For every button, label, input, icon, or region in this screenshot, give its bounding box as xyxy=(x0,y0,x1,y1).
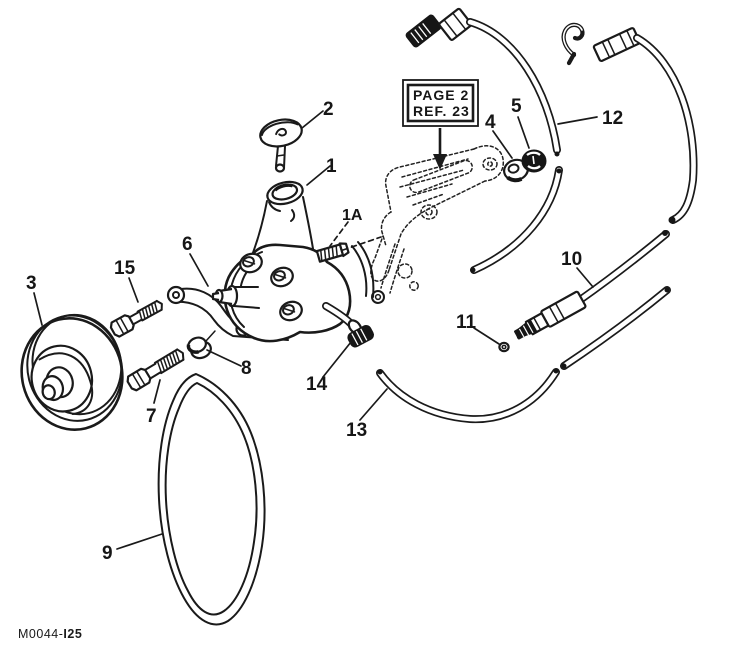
bolt-15-drawing xyxy=(109,296,166,339)
drawing-code-suffix: I25 xyxy=(63,627,82,641)
callout-14: 14 xyxy=(306,374,328,395)
bracket-ghost-drawing xyxy=(370,145,505,304)
drawing-code-prefix: M0044- xyxy=(18,627,63,641)
cap-2-drawing xyxy=(259,118,303,173)
callout-3: 3 xyxy=(26,273,37,294)
bolt-7-drawing xyxy=(125,346,188,393)
callout-11: 11 xyxy=(456,312,477,333)
callout-1: 1 xyxy=(326,156,337,177)
callout-leaders xyxy=(33,110,598,550)
callout-2: 2 xyxy=(323,99,334,120)
page-ref-box: PAGE 2 REF. 23 xyxy=(402,79,479,127)
callout-13: 13 xyxy=(346,420,367,441)
nut-5-drawing xyxy=(521,149,547,173)
callout-5: 5 xyxy=(511,96,522,117)
page-ref-line1: PAGE 2 xyxy=(413,87,469,103)
belt-drawing xyxy=(157,373,266,626)
page-ref-line2: REF. 23 xyxy=(413,103,470,119)
nut-8-drawing xyxy=(186,330,216,360)
callout-4: 4 xyxy=(485,112,496,133)
callout-15: 15 xyxy=(114,258,136,279)
oring-11-drawing xyxy=(498,341,510,353)
callout-12: 12 xyxy=(602,108,623,129)
callout-10: 10 xyxy=(561,249,582,270)
pump-drawing xyxy=(211,180,363,343)
callout-8: 8 xyxy=(241,358,252,379)
hose-13-drawing xyxy=(376,286,671,424)
callout-1a: 1A xyxy=(342,207,363,224)
hose-10-drawing xyxy=(513,22,698,340)
hose-12-drawing xyxy=(405,7,563,274)
pulley-drawing xyxy=(20,313,124,431)
drawing-code: M0044-I25 xyxy=(18,627,82,641)
fitting-14-drawing xyxy=(347,324,374,348)
pump-rear-ear-drawing xyxy=(351,241,375,298)
callout-7: 7 xyxy=(146,406,157,427)
callout-6: 6 xyxy=(182,234,193,255)
callout-9: 9 xyxy=(102,543,113,564)
down-arrow-icon xyxy=(433,128,447,170)
